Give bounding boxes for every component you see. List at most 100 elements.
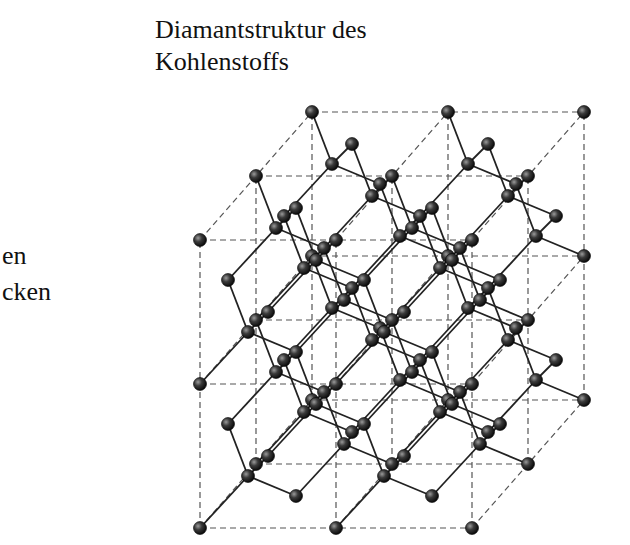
carbon-atom — [502, 334, 515, 347]
bond-line — [420, 164, 468, 216]
carbon-atom — [306, 106, 319, 119]
carbon-atom — [462, 158, 475, 171]
carbon-atom — [482, 426, 495, 439]
bond-line — [536, 236, 584, 256]
carbon-atom — [434, 262, 447, 275]
carbon-atom — [442, 106, 455, 119]
bond-line — [256, 412, 304, 464]
bond-line — [412, 228, 460, 248]
carbon-atom — [338, 294, 351, 307]
bond-line — [372, 340, 420, 360]
bond-line — [488, 144, 508, 196]
carbon-atom — [358, 274, 371, 287]
carbon-atom — [318, 386, 331, 399]
carbon-atom — [578, 394, 591, 407]
carbon-atom — [310, 254, 323, 267]
bond-line — [392, 176, 412, 228]
bond-line — [440, 268, 488, 288]
carbon-atom — [550, 210, 563, 223]
carbon-atom — [330, 378, 343, 391]
bond-line — [392, 268, 440, 320]
carbon-atom — [194, 522, 207, 535]
bond-line — [440, 412, 488, 432]
bond-line — [324, 248, 344, 300]
bond-line — [400, 380, 448, 400]
bond-line — [324, 340, 372, 392]
carbon-atom — [290, 346, 303, 359]
carbon-atom — [242, 326, 255, 339]
bond-line — [392, 412, 440, 464]
carbon-atom — [522, 170, 535, 183]
bond-line — [248, 332, 296, 352]
carbon-atom — [414, 354, 427, 367]
carbon-atom — [270, 366, 283, 379]
cube-edge — [200, 256, 312, 384]
bond-line — [284, 164, 332, 216]
carbon-atom — [406, 222, 419, 235]
bond-line — [488, 380, 536, 432]
bond-line — [228, 372, 276, 424]
bond-line — [352, 144, 372, 196]
carbon-atom — [398, 306, 411, 319]
bond-line — [448, 112, 468, 164]
bond-line — [452, 260, 500, 280]
bond-line — [336, 476, 384, 528]
carbon-atom — [358, 418, 371, 431]
carbon-atom — [330, 522, 343, 535]
carbon-atom — [250, 170, 263, 183]
bond-line — [364, 424, 384, 476]
carbon-atom — [454, 386, 467, 399]
carbon-atom — [366, 334, 379, 347]
bond-lines — [200, 112, 584, 528]
carbon-atom — [278, 354, 291, 367]
carbon-atom — [310, 398, 323, 411]
bond-line — [412, 372, 460, 392]
carbon-atom — [474, 294, 487, 307]
bond-line — [312, 112, 332, 164]
carbon-atom — [414, 210, 427, 223]
text-fragment: cken — [2, 276, 51, 308]
bond-line — [420, 308, 468, 360]
bond-line — [460, 196, 508, 248]
carbon-atom — [250, 314, 263, 327]
bond-line — [480, 300, 528, 320]
bond-line — [488, 288, 508, 340]
carbon-atom — [406, 366, 419, 379]
bond-line — [284, 360, 304, 412]
carbon-atom — [222, 418, 235, 431]
carbon-atom — [398, 450, 411, 463]
bond-line — [380, 184, 400, 236]
bond-line — [384, 332, 432, 352]
bond-line — [324, 392, 344, 444]
bond-line — [460, 392, 480, 444]
bond-line — [516, 328, 536, 380]
bond-line — [332, 308, 380, 328]
bond-line — [468, 308, 516, 328]
bond-line — [316, 260, 364, 280]
text-fragment: en — [2, 240, 27, 272]
carbon-atom — [298, 406, 311, 419]
bond-line — [468, 164, 516, 184]
cube-edge — [336, 112, 448, 240]
bond-line — [332, 164, 380, 184]
carbon-atom — [474, 438, 487, 451]
carbon-atom — [366, 190, 379, 203]
bond-line — [344, 444, 392, 464]
carbon-atom — [222, 274, 235, 287]
bond-line — [372, 196, 420, 216]
carbon-atom — [510, 322, 523, 335]
carbon-atom — [330, 234, 343, 247]
bond-line — [392, 320, 412, 372]
bond-line — [268, 404, 316, 456]
bond-line — [256, 320, 276, 372]
carbon-atom — [262, 306, 275, 319]
carbon-atom — [278, 210, 291, 223]
bond-line — [384, 476, 432, 496]
carbon-atom — [386, 458, 399, 471]
carbon-atom — [394, 230, 407, 243]
cube-edge — [472, 112, 584, 240]
bond-line — [276, 228, 324, 248]
bond-line — [404, 260, 452, 312]
carbon-atom — [270, 222, 283, 235]
